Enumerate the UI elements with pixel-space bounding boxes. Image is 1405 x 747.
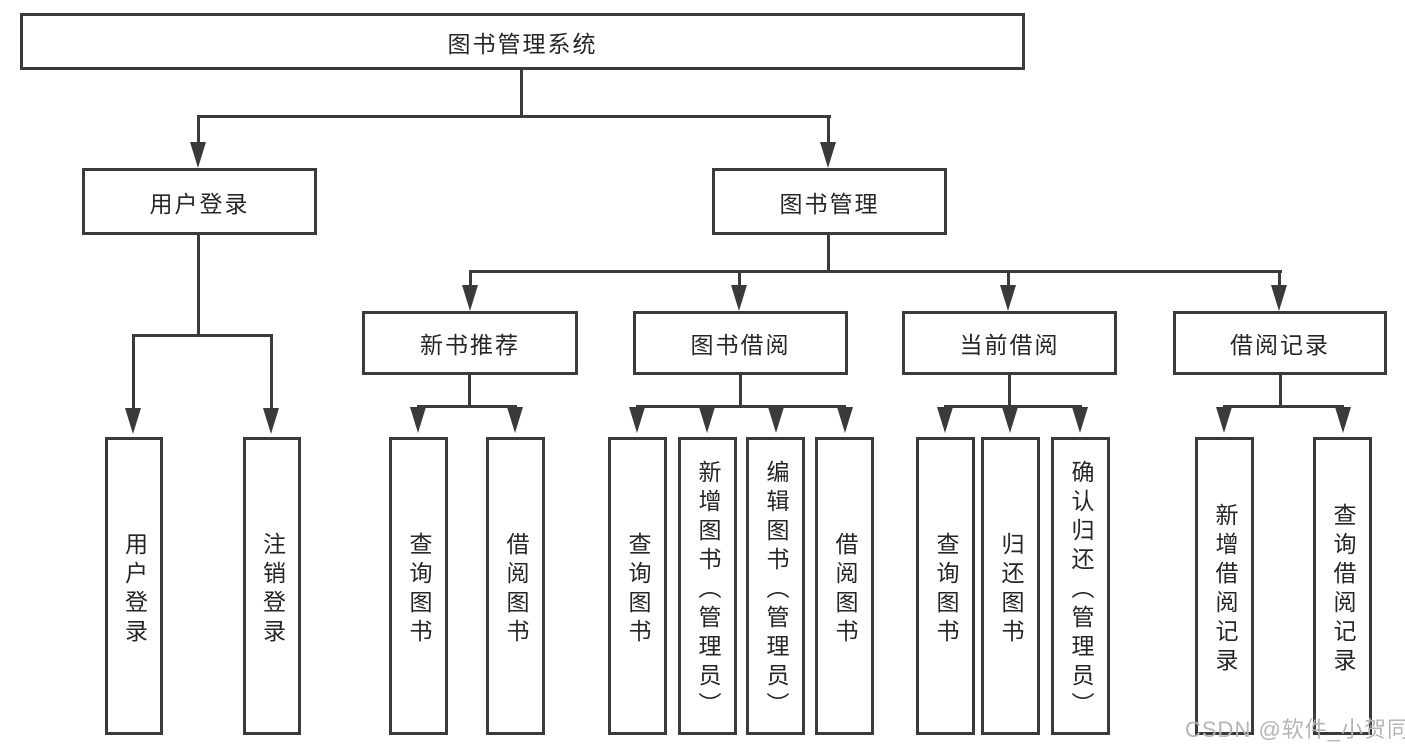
leaf-return-books-label: 归还图书 (998, 532, 1024, 648)
connector (944, 405, 1082, 408)
arrow-head (410, 407, 426, 433)
arrow-head (1002, 407, 1018, 433)
arrow-head (731, 285, 747, 311)
node-book-borrowing: 图书借阅 (633, 311, 848, 375)
arrow-head (507, 407, 523, 433)
leaf-query-borrow-record: 查询借阅记录 (1313, 437, 1372, 735)
leaf-confirm-return-admin: 确认归还（管理员） (1051, 437, 1110, 735)
arrow-head (1000, 285, 1016, 311)
connector (468, 375, 471, 407)
connector (197, 235, 200, 336)
leaf-edit-books-admin-label: 编辑图书（管理员） (763, 459, 789, 721)
leaf-add-books-admin: 新增图书（管理员） (678, 437, 737, 735)
leaf-borrow-books: 借阅图书 (815, 437, 874, 735)
node-root-label: 图书管理系统 (447, 30, 598, 57)
arrow-head (190, 142, 206, 168)
connector (132, 334, 135, 408)
connector (197, 115, 200, 145)
leaf-return-books: 归还图书 (981, 437, 1040, 735)
connector (636, 405, 846, 408)
node-new-book-recommend: 新书推荐 (362, 311, 578, 375)
leaf-add-borrow-record-label: 新增借阅记录 (1212, 503, 1238, 677)
connector (1278, 270, 1281, 286)
arrow-head (1216, 407, 1232, 433)
arrow-head (768, 407, 784, 433)
leaf-edit-books-admin: 编辑图书（管理员） (746, 437, 805, 735)
leaf-query-books-current-label: 查询图书 (933, 532, 959, 648)
leaf-borrow-books-recommend: 借阅图书 (486, 437, 545, 735)
arrow-head (837, 407, 853, 433)
leaf-logout-label: 注销登录 (259, 532, 286, 648)
arrow-head (1271, 285, 1287, 311)
connector (739, 375, 742, 407)
connector (132, 334, 273, 337)
connector (197, 115, 831, 118)
connector (1223, 405, 1344, 408)
leaf-add-books-admin-label: 新增图书（管理员） (695, 459, 721, 721)
leaf-query-books-borrowing: 查询图书 (608, 437, 667, 735)
leaf-query-borrow-record-label: 查询借阅记录 (1330, 503, 1356, 677)
leaf-add-borrow-record: 新增借阅记录 (1195, 437, 1254, 735)
arrow-head (263, 408, 279, 434)
connector (469, 270, 472, 286)
connector (1279, 375, 1282, 407)
arrow-head (699, 407, 715, 433)
node-book-management-label: 图书管理 (779, 190, 880, 217)
node-borrowing-records: 借阅记录 (1173, 311, 1387, 375)
leaf-query-books-recommend-label: 查询图书 (406, 532, 432, 648)
arrow-head (937, 407, 953, 433)
arrow-head (1072, 407, 1088, 433)
leaf-logout: 注销登录 (243, 437, 301, 735)
leaf-confirm-return-admin-label: 确认归还（管理员） (1068, 459, 1094, 721)
connector (1008, 375, 1011, 407)
arrow-head (820, 142, 836, 168)
node-user-login: 用户登录 (82, 168, 317, 235)
leaf-borrow-books-label: 借阅图书 (832, 532, 858, 648)
leaf-query-books-borrowing-label: 查询图书 (625, 532, 651, 648)
connector (520, 69, 523, 118)
csdn-watermark: CSDN @软件_小贺同学 (1185, 717, 1405, 742)
connector (270, 334, 273, 408)
connector (827, 235, 830, 272)
node-new-book-recommend-label: 新书推荐 (420, 332, 520, 358)
node-book-borrowing-label: 图书借阅 (690, 332, 791, 358)
node-current-borrowing: 当前借阅 (902, 311, 1117, 375)
node-book-management: 图书管理 (712, 168, 947, 235)
node-root: 图书管理系统 (20, 13, 1025, 70)
node-borrowing-records-label: 借阅记录 (1230, 332, 1330, 358)
connector (827, 115, 830, 145)
leaf-borrow-books-recommend-label: 借阅图书 (503, 532, 529, 648)
connector (1007, 270, 1010, 286)
leaf-user-login-label: 用户登录 (121, 532, 148, 648)
connector (738, 270, 741, 286)
leaf-query-books-current: 查询图书 (916, 437, 975, 735)
arrow-head (1335, 407, 1351, 433)
node-current-borrowing-label: 当前借阅 (959, 332, 1060, 358)
arrow-head (125, 408, 141, 434)
node-user-login-label: 用户登录 (149, 190, 250, 217)
connector (417, 405, 517, 408)
leaf-user-login: 用户登录 (105, 437, 163, 735)
arrow-head (462, 285, 478, 311)
connector (469, 270, 1282, 273)
leaf-query-books-recommend: 查询图书 (389, 437, 448, 735)
arrow-head (629, 407, 645, 433)
